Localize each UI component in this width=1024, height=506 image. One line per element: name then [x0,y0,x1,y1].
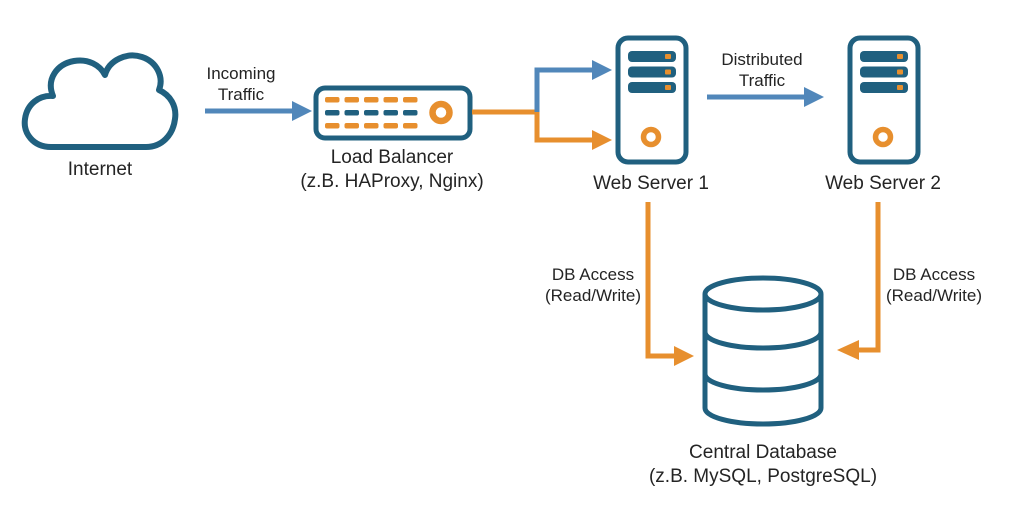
central-database-label: Central Database (z.B. MySQL, PostgreSQL… [649,441,877,489]
power-light-icon [429,100,453,125]
web-server-2-label: Web Server 2 [825,173,941,194]
distributed-traffic-label-line1: Distributed [721,50,803,69]
incoming-traffic-arrow [205,101,312,121]
lb-to-ws1-arrows [472,60,612,150]
web-server-1-label: Web Server 1 [593,173,709,194]
db-access-right-label: DB Access (Read/Write) [886,264,982,306]
db-access-right-label-line2: (Read/Write) [885,286,983,305]
distributed-traffic-label-line2: Traffic [738,71,786,90]
load-balancer-label-line2: (z.B. HAProxy, Nginx) [300,171,484,192]
load-balancer-icon [313,85,473,141]
load-balancer-dashes [325,97,418,129]
central-database-label-line1: Central Database [689,442,837,463]
database-cylinder-icon [702,275,824,427]
distributed-traffic-label: Distributed Traffic [721,49,802,91]
db-access-right-label-line1: DB Access [892,265,976,284]
load-balancer-label-line1: Load Balancer [330,147,454,168]
incoming-traffic-label-line2: Traffic [217,85,265,104]
power-light-icon [640,126,662,148]
web-server-1-icon [615,35,689,165]
distributed-traffic-arrow [707,87,824,107]
incoming-traffic-label: Incoming Traffic [207,63,276,105]
ws1-to-db-arrow [645,202,694,366]
db-access-left-label: DB Access (Read/Write) [545,264,641,306]
power-light-icon [872,126,894,148]
load-balancer-label: Load Balancer (z.B. HAProxy, Nginx) [300,146,483,194]
web-server-2-icon [847,35,921,165]
central-database-label-line2: (z.B. MySQL, PostgreSQL) [648,466,878,487]
cloud-icon [21,52,179,150]
ws2-to-db-arrow [837,202,881,360]
db-access-left-label-line2: (Read/Write) [544,286,642,305]
incoming-traffic-label-line1: Incoming [206,64,276,83]
db-access-left-label-line1: DB Access [551,265,635,284]
internet-label: Internet [67,159,133,180]
